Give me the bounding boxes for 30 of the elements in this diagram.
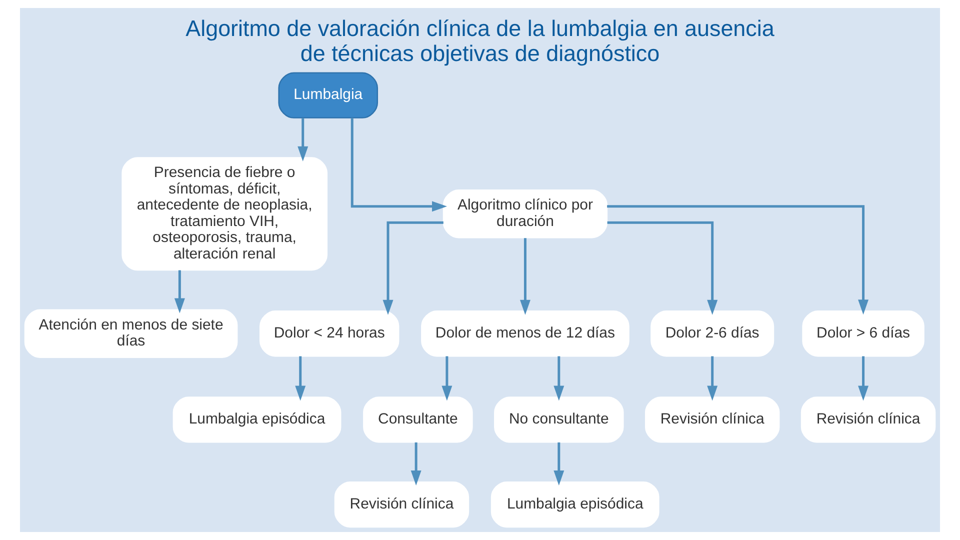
- node-box: Dolor 2-6 días: [650, 310, 774, 357]
- arrow: [295, 356, 306, 401]
- node-box: Algoritmo clínico por duración: [442, 190, 608, 238]
- arrow: [554, 356, 564, 401]
- node-box: Presencia de fiebre o síntomas, déficit, antecedente de neoplasia, tratamiento VIH, osteoporosis, trauma, alteración renal: [122, 157, 328, 271]
- node-box: Revisión clínica: [334, 481, 470, 528]
- node-box: Revisión clínica: [800, 396, 936, 443]
- node-box: Consultante: [363, 396, 473, 443]
- arrow: [858, 356, 869, 401]
- arrow: [707, 356, 718, 401]
- arrow: [174, 270, 185, 314]
- node-box: Lumbalgia: [278, 72, 378, 118]
- node-box: Atención en menos de siete días: [24, 309, 238, 358]
- arrow: [607, 205, 869, 315]
- arrow: [607, 221, 718, 315]
- node-box: No consultante: [494, 396, 624, 443]
- arrow: [350, 118, 447, 212]
- node-box: Dolor < 24 horas: [260, 310, 400, 357]
- node-box: Dolor > 6 días: [802, 310, 924, 357]
- arrow: [410, 442, 422, 486]
- arrow: [554, 442, 564, 486]
- arrow: [298, 118, 308, 162]
- node-box: Revisión clínica: [644, 396, 780, 443]
- arrow: [520, 238, 530, 315]
- arrow: [442, 356, 452, 401]
- node-box: Lumbalgia episódica: [490, 481, 660, 528]
- diagram-title: Algoritmo de valoración clínica de la lumbalgia en ausencia de técnicas objetivas de diagnóstico: [186, 16, 774, 66]
- arrow: [382, 221, 444, 315]
- node-box: Dolor de menos de 12 días: [421, 310, 630, 357]
- node-box: Lumbalgia episódica: [172, 396, 342, 443]
